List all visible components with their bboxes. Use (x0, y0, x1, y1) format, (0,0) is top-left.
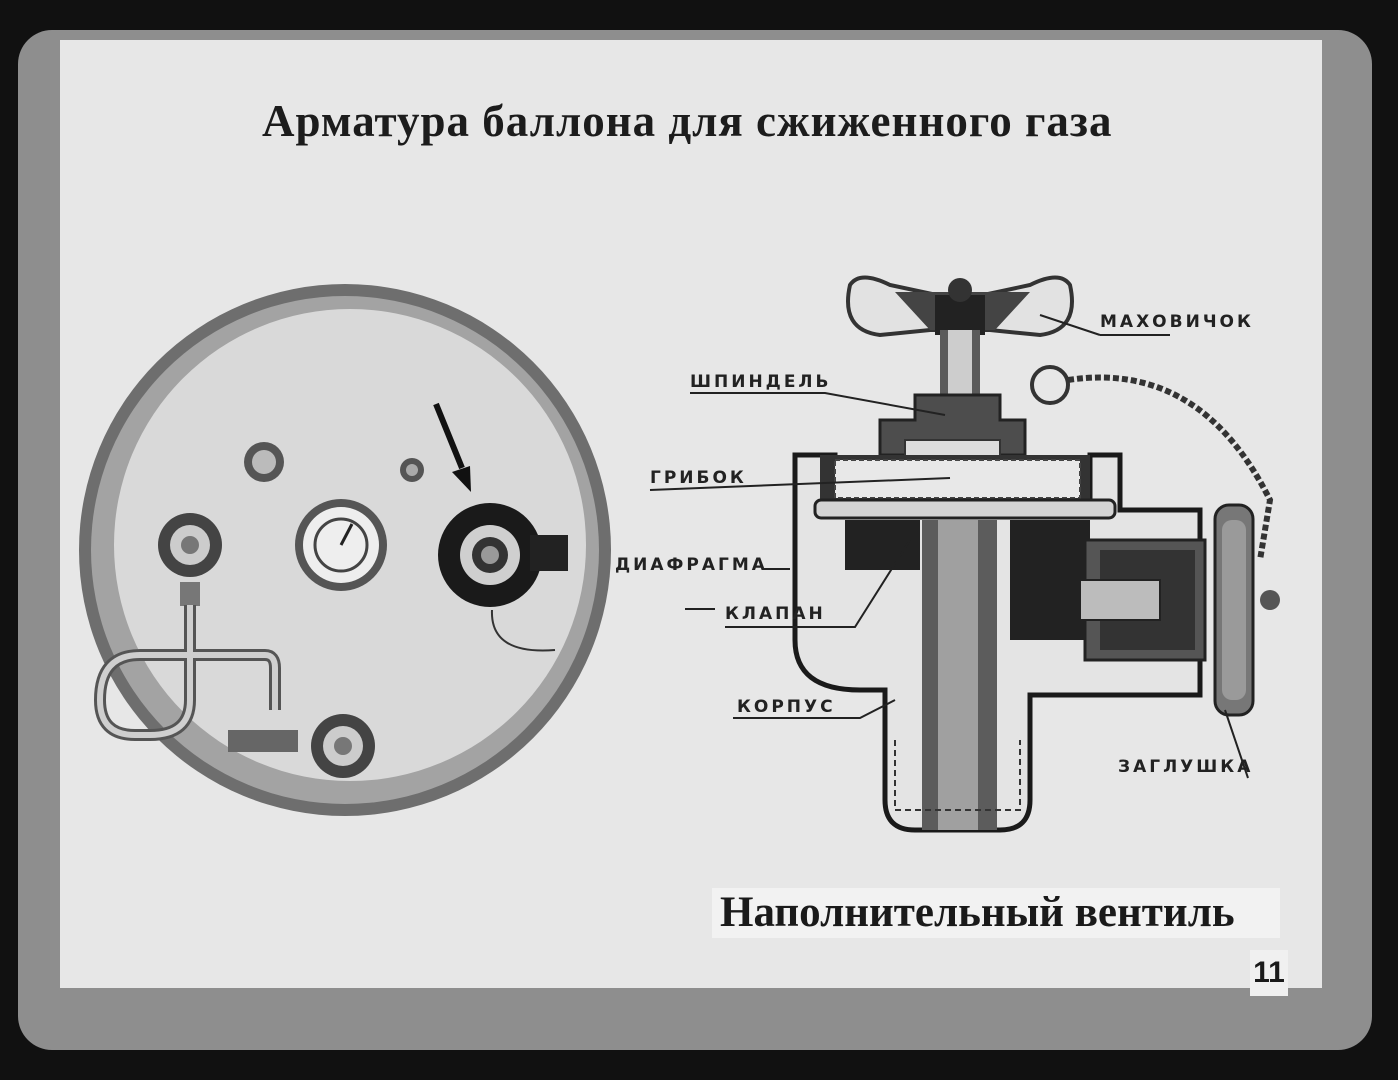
label-valve: КЛАПАН (725, 604, 826, 624)
label-mushroom: ГРИБОК (650, 468, 747, 488)
valve-cross-section (792, 275, 1280, 833)
label-body: КОРПУС (737, 697, 836, 717)
leader-lines (649, 314, 1249, 779)
cylinder-top-view (79, 284, 611, 816)
label-plug: ЗАГЛУШКА (1118, 757, 1254, 777)
slide-title: Арматура баллона для сжиженного газа (262, 96, 1113, 146)
label-diaphragm: ДИАФРАГМА (615, 555, 768, 575)
label-handwheel: МАХОВИЧОК (1100, 312, 1254, 332)
label-spindle: ШПИНДЕЛЬ (690, 372, 832, 392)
page-number: 11 (1250, 950, 1288, 996)
slide-subtitle: Наполнительный вентиль (712, 888, 1280, 938)
